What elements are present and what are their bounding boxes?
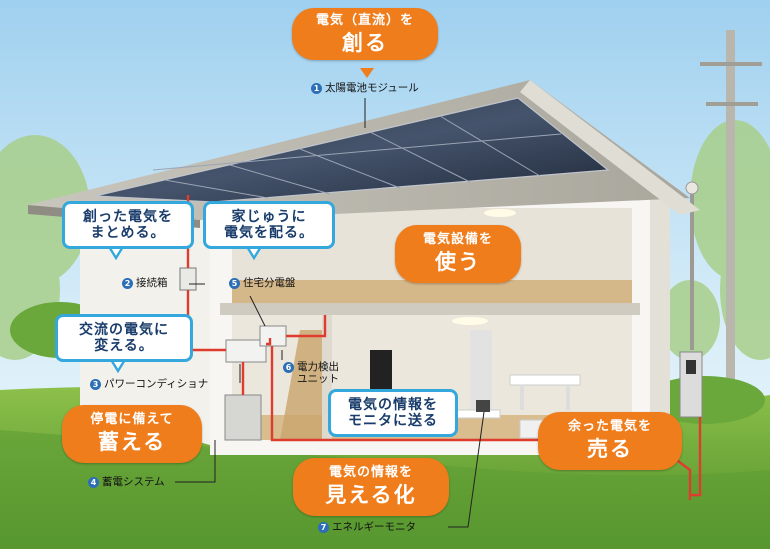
leader-lines xyxy=(175,98,485,528)
callout-convert: 交流の電気に 変える。 xyxy=(55,314,193,363)
label-energy-monitor: エネルギーモニタ xyxy=(332,521,416,533)
distribution-board-shape xyxy=(259,325,287,347)
label-distribution-board: 住宅分電盤 xyxy=(243,277,296,289)
energy-monitor-shape xyxy=(476,400,490,412)
callout-collect-line2: まとめる。 xyxy=(90,225,166,242)
number-badge-6: 6 xyxy=(283,362,294,373)
label-power-conditioner: パワーコンディショナ xyxy=(104,378,209,390)
solar-panels xyxy=(94,97,610,203)
callout-distribute-line2: 電気を配る。 xyxy=(224,225,314,242)
number-badge-1: 1 xyxy=(311,83,322,94)
label-power-detector-unit: ユニット xyxy=(297,373,339,385)
label-power-detector: 電力検出 xyxy=(297,361,339,373)
callout-store: 停電に備えて 蓄える xyxy=(62,405,202,463)
junction-box-shape xyxy=(179,267,197,291)
callout-visualize-small: 電気の情報を xyxy=(328,465,413,480)
storage-battery-shape xyxy=(224,394,262,441)
tv-shape xyxy=(370,350,392,390)
callout-visualize: 電気の情報を 見える化 xyxy=(293,458,449,516)
number-badge-3: 3 xyxy=(90,379,101,390)
number-badge-5: 5 xyxy=(229,278,240,289)
callout-convert-line2: 変える。 xyxy=(94,338,154,355)
callout-collect-line1: 創った電気を xyxy=(83,209,173,225)
callout-create-large: 創る xyxy=(342,30,388,55)
callout-collect: 創った電気を まとめる。 xyxy=(62,201,194,250)
meter-shape xyxy=(679,351,703,418)
callout-use: 電気設備を 使う xyxy=(395,225,521,283)
callout-sell-large: 売る xyxy=(587,436,633,461)
callout-use-small: 電気設備を xyxy=(422,232,493,247)
callout-use-large: 使う xyxy=(435,249,481,274)
callout-distribute-line1: 家じゅうに xyxy=(231,209,307,225)
callout-store-large: 蓄える xyxy=(97,429,167,454)
callout-create: 電気（直流）を 創る xyxy=(292,8,438,60)
street-lamp xyxy=(685,181,699,350)
callout-send-info: 電気の情報を モニタに送る xyxy=(328,389,458,438)
callout-send-info-line2: モニタに送る xyxy=(348,413,438,430)
callout-distribute: 家じゅうに 電気を配る。 xyxy=(203,201,335,250)
callout-sell-small: 余った電気を xyxy=(567,419,652,434)
callout-send-info-line1: 電気の情報を xyxy=(348,397,438,413)
label-storage-system: 蓄電システム xyxy=(102,476,165,488)
callout-visualize-large: 見える化 xyxy=(325,482,417,507)
number-badge-4: 4 xyxy=(88,477,99,488)
label-solar-module: 太陽電池モジュール xyxy=(325,82,419,94)
utility-pole xyxy=(700,30,762,400)
number-badge-2: 2 xyxy=(122,278,133,289)
number-badge-7: 7 xyxy=(318,522,329,533)
callout-sell: 余った電気を 売る xyxy=(538,412,682,470)
callout-convert-line1: 交流の電気に xyxy=(79,322,169,338)
callout-create-small: 電気（直流）を xyxy=(315,13,414,28)
callout-store-small: 停電に備えて xyxy=(90,412,174,427)
label-junction-box: 接続箱 xyxy=(136,277,168,289)
